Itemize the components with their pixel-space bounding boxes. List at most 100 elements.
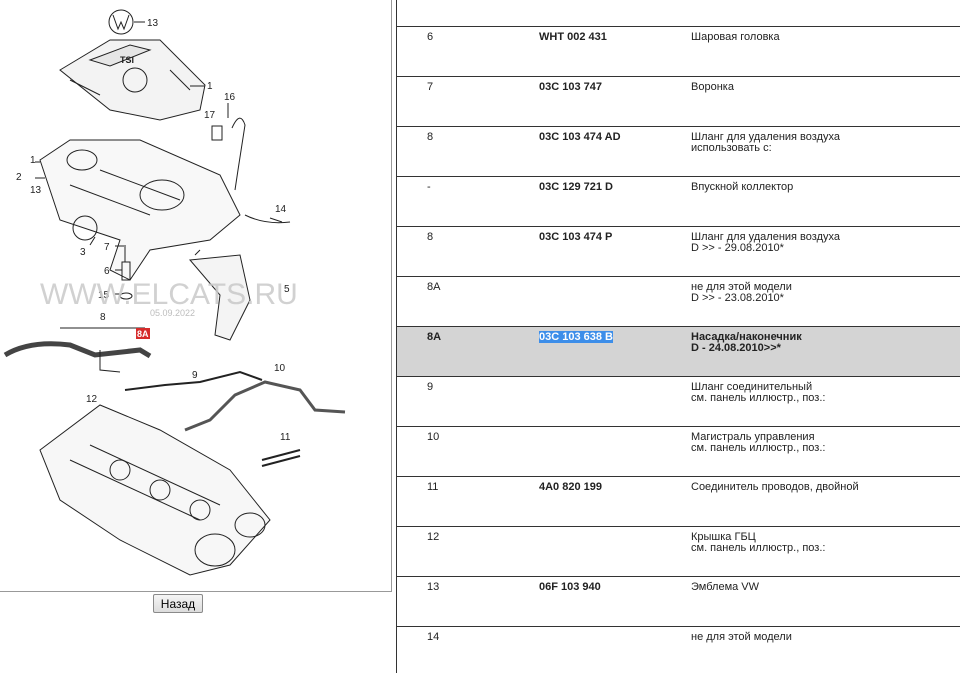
control-line-part[interactable] [184,380,346,432]
description-line: см. панель иллюстр., поз.: [691,442,826,454]
position-cell: 7 [427,81,434,93]
table-row[interactable]: 14 не для этой модели [397,627,960,673]
engine-parts-diagram[interactable]: 13 1 16 17 2 1 13 14 3 7 6 15 5 8 8A 9 1… [0,0,391,591]
selected-callout-marker[interactable] [136,328,150,339]
description-line: Шаровая головка [691,31,780,43]
callout-label: 3 [80,247,86,258]
description-line: не для этой модели [691,281,792,293]
description-line: Впускной коллектор [691,181,794,193]
table-row[interactable]: 8 03C 103 474 AD Шланг для удаления воздух… [397,127,960,177]
callout-label: 15 [98,290,110,301]
part-number-text[interactable]: 03C 103 474 AD [539,131,621,143]
callout-label: 2 [16,172,22,183]
cover-logo-text: TSI [120,55,134,65]
intake-manifold-part[interactable] [39,139,241,281]
watermark-date: 05.09.2022 [150,308,195,318]
back-button[interactable]: Назад [153,594,203,613]
part-number-text[interactable]: 03C 103 747 [539,81,602,93]
description-line: Шланг для удаления воздуха [691,231,840,243]
position-cell: 8 [427,231,434,243]
callout-label: 8 [100,312,106,323]
part-number-text[interactable]: WHT 002 431 [539,31,607,43]
part-number-cell[interactable]: 03C 129 721 D [539,182,613,193]
position-cell: 8A [427,331,442,343]
hose-16-part[interactable] [231,117,246,191]
parts-diagram-panel: 13 1 16 17 2 1 13 14 3 7 6 15 5 8 8A 9 1… [0,0,392,592]
table-row[interactable]: 7 03C 103 747 Воронка [397,77,960,127]
position-cell: 13 [427,581,440,593]
position-cell: 11 [427,481,439,493]
connecting-hose-part[interactable] [124,370,263,391]
position-cell: 14 [427,631,440,643]
callout-label: 5 [284,284,290,295]
callout-label: 13 [30,185,42,196]
description-line: D >> - 29.08.2010* [691,242,784,254]
table-row[interactable]: 13 06F 103 940 Эмблема VW [397,577,960,627]
description-cell: Шаровая головка [691,32,780,43]
callout-label: 16 [224,92,236,103]
callout-label: 11 [280,432,291,443]
position-cell: 8A [427,281,441,293]
breather-hose-part[interactable] [3,341,152,359]
part-number-text[interactable]: 03C 129 721 D [539,181,613,193]
part-number-cell[interactable]: 03C 103 474 P [539,232,612,243]
description-cell: не для этой модели [691,632,792,643]
description-line: Шланг для удаления воздуха [691,131,840,143]
description-line: использовать с: [691,142,772,154]
part-number-text[interactable]: 03C 103 638 B [539,331,613,343]
description-line: D >> - 23.08.2010* [691,292,784,304]
description-line: см. панель иллюстр., поз.: [691,392,826,404]
table-row[interactable]: 11 4A0 820 199 Соединитель проводов, двойн… [397,477,960,527]
part-number-text[interactable]: 03C 103 474 P [539,231,613,243]
callout-label: 14 [275,204,287,215]
part-number-cell[interactable]: WHT 002 431 [539,32,607,43]
wire-connector-part[interactable] [261,449,301,467]
watermark-text: WWW.ELCATS.RU [40,278,298,311]
hose-14-part[interactable] [244,214,291,224]
description-line: см. панель иллюстр., поз.: [691,542,826,554]
part-number-cell[interactable]: 03C 103 747 [539,82,602,93]
description-line: не для этой модели [691,631,792,643]
position-cell: 12 [427,531,440,543]
part-number-cell[interactable]: 06F 103 940 [539,582,601,593]
callout-label: 12 [86,394,98,405]
description-line: Шланг соединительный [691,381,813,393]
callout-label: 1 [30,155,36,166]
position-cell: 6 [427,31,434,43]
part-number-cell[interactable]: 03C 103 474 AD [539,132,621,143]
table-row[interactable]: 6 WHT 002 431 Шаровая головка [397,27,960,77]
part-number-text[interactable]: 4A0 820 199 [539,481,602,493]
table-row[interactable]: 8 03C 103 474 P Шланг для удаления воздуха… [397,227,960,277]
table-row-header [397,0,960,27]
callout-label: 1 [207,81,213,92]
description-line: Воронка [691,81,734,93]
cylinder-head-cover-part[interactable] [39,404,271,576]
description-line: Насадка/наконечник [691,331,802,343]
part-number-text[interactable]: 06F 103 940 [539,581,601,593]
callout-label: 7 [104,242,110,253]
part-number-cell[interactable]: 03C 103 638 B [539,331,613,343]
callout-label: 8A [137,329,149,339]
part-number-cell[interactable]: 4A0 820 199 [539,482,602,493]
description-cell: Эмблема VW [691,582,759,593]
callout-label: 6 [104,266,110,277]
description-line: Эмблема VW [691,581,760,593]
position-cell: 9 [427,381,434,393]
funnel-part[interactable] [188,254,251,341]
position-cell: 8 [427,131,434,143]
ball-head-part[interactable] [121,245,131,281]
description-cell: Соединитель проводов, двойной [691,482,859,493]
